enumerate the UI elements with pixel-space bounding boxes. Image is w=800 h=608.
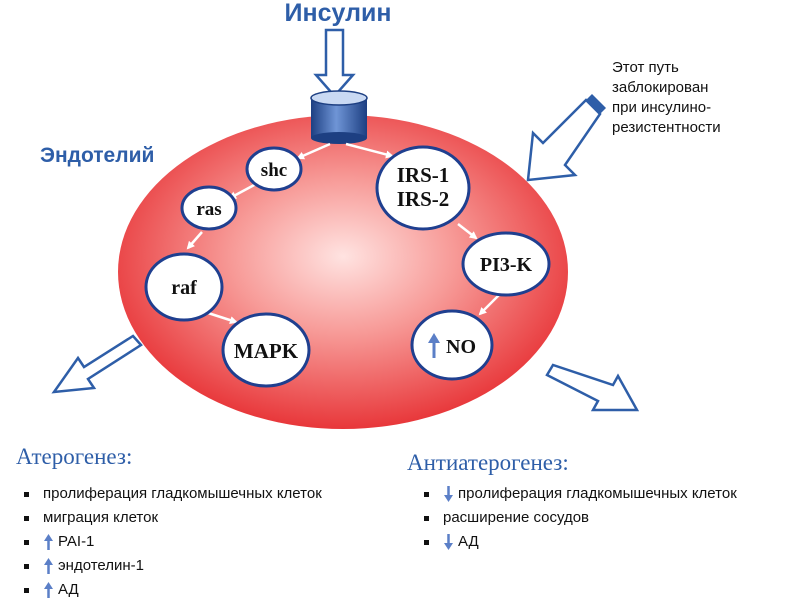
- list-item: пролиферация гладкомышечных клеток: [24, 482, 322, 506]
- down-arrow-icon: [444, 534, 453, 550]
- receptor-icon: [310, 90, 368, 144]
- note-line: Этот путь: [612, 59, 679, 76]
- node-pi3k: [461, 231, 551, 297]
- list-item-text: расширение сосудов: [443, 509, 590, 526]
- blocked-pathway-arrow-icon: [526, 98, 602, 182]
- list-item-text: эндотелин-1: [58, 557, 145, 574]
- node-no-up-arrow-icon: [428, 333, 440, 358]
- up-arrow-icon: [44, 534, 53, 550]
- list-item-text: пролиферация гладкомышечных клеток: [458, 485, 737, 502]
- node-shc: [245, 146, 303, 192]
- insulin-arrow-icon: [313, 28, 356, 98]
- node-shc-label: shc: [261, 160, 287, 181]
- note-line: при инсулино-: [612, 99, 712, 116]
- arrow-receptor-irs: [345, 142, 394, 159]
- atherogenesis-list: пролиферация гладкомышечных клеток миграц…: [24, 482, 322, 602]
- antiatherogenesis-title: Антиатерогенез:: [407, 450, 569, 475]
- bullet-icon: [24, 539, 29, 545]
- node-no: [410, 309, 494, 381]
- cell-label: Эндотелий: [40, 144, 154, 167]
- list-item: пролиферация гладкомышечных клеток: [424, 482, 737, 506]
- antiatherogenesis-list: пролиферация гладкомышечных клеток расшир…: [424, 482, 737, 554]
- node-irs: [375, 145, 471, 231]
- list-item: АД: [424, 530, 737, 554]
- bullet-icon: [24, 563, 29, 569]
- node-ras-label: ras: [196, 199, 221, 220]
- node-raf-label: raf: [171, 277, 197, 299]
- bullet-icon: [424, 515, 429, 521]
- list-item: миграция клеток: [24, 506, 322, 530]
- bullet-icon: [24, 587, 29, 593]
- title-insulin: Инсулин: [285, 0, 392, 27]
- node-pi3k-label: PI3-K: [480, 254, 533, 276]
- note-line: заблокирован: [612, 79, 709, 96]
- bullet-icon: [24, 491, 29, 497]
- down-arrow-icon: [444, 486, 453, 502]
- arrow-receptor-shc: [296, 142, 331, 160]
- node-mapk: [221, 312, 311, 388]
- list-item-text: PAI-1: [58, 533, 95, 550]
- node-no-label: NO: [446, 336, 476, 358]
- node-raf: [144, 252, 224, 322]
- list-item: эндотелин-1: [24, 554, 322, 578]
- up-arrow-icon: [44, 582, 53, 598]
- arrow-pi3k-no: [478, 293, 501, 316]
- arrow-irs-pi3k: [457, 223, 478, 240]
- list-item-text: АД: [58, 581, 79, 598]
- node-irs2-label: IRS-2: [397, 187, 450, 211]
- arrow-ras-raf: [186, 231, 203, 250]
- list-item-text: миграция клеток: [43, 509, 159, 526]
- arrow-raf-mapk: [204, 310, 238, 324]
- list-item: расширение сосудов: [424, 506, 737, 530]
- node-mapk-label: MAPK: [234, 339, 299, 363]
- atherogenesis-arrow-icon: [51, 334, 143, 394]
- bullet-icon: [424, 539, 429, 545]
- list-item-text: АД: [458, 533, 479, 550]
- antiatherogenesis-arrow-icon: [545, 363, 640, 412]
- node-ras: [180, 185, 238, 231]
- note-line: резистентности: [612, 119, 721, 136]
- blocked-pathway-arrow-tail-icon: [586, 94, 606, 114]
- list-item-text: пролиферация гладкомышечных клеток: [43, 485, 322, 502]
- atherogenesis-title: Атерогенез:: [16, 444, 133, 469]
- node-irs1-label: IRS-1: [397, 163, 450, 187]
- bullet-icon: [24, 515, 29, 521]
- list-item: АД: [24, 578, 322, 602]
- bullet-icon: [424, 491, 429, 497]
- up-arrow-icon: [44, 558, 53, 574]
- arrow-shc-ras: [228, 182, 257, 200]
- blocked-pathway-note: Этот путь заблокирован при инсулино- рез…: [612, 58, 792, 138]
- list-item: PAI-1: [24, 530, 322, 554]
